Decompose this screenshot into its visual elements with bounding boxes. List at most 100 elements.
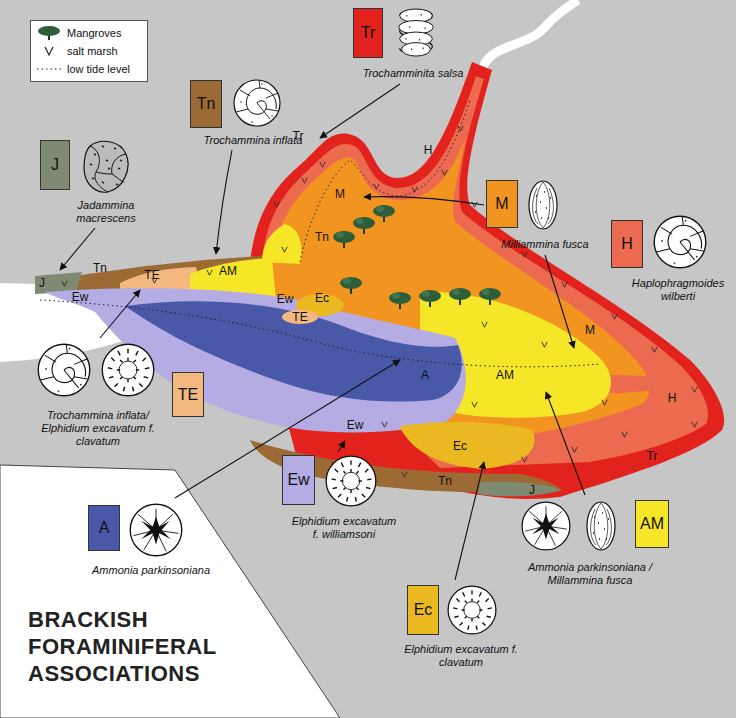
zone-label: H: [424, 144, 433, 157]
association-code: Tr: [361, 24, 376, 42]
zone-label: Ew: [277, 293, 294, 306]
diagram-title: BRACKISH FORAMINIFERAL ASSOCIATIONS: [28, 606, 260, 687]
map-use: [522, 502, 570, 550]
association-code: A: [99, 519, 110, 537]
map-use: [562, 282, 567, 287]
zone-j: [478, 481, 562, 496]
legend-row: Mangroves: [35, 24, 143, 42]
salt-marsh-marks: [62, 126, 697, 477]
map-use: [207, 270, 212, 275]
association-code: Ec: [414, 601, 433, 619]
map-use: [442, 170, 447, 175]
species-code-box: HHaplophragmoides wilberti: [611, 220, 643, 268]
zone-label: TE: [144, 269, 159, 282]
legend-sample: [35, 43, 63, 59]
map-path: [455, 462, 484, 580]
association-code: H: [621, 235, 633, 253]
river: [482, 0, 578, 72]
map-use: [522, 457, 527, 462]
association-code: TE: [178, 386, 198, 404]
legend-sample: [35, 61, 63, 77]
map-use: [602, 400, 607, 405]
zone-label: Tr: [293, 130, 304, 143]
map-use: [449, 288, 471, 305]
map-use: [326, 456, 376, 506]
zone-label: M: [335, 188, 345, 201]
zone-am: [262, 224, 301, 264]
map-use: [374, 184, 379, 189]
map-use: [353, 217, 375, 234]
zone-label: Tn: [438, 475, 452, 488]
map-path: [320, 84, 400, 138]
map-use: [472, 402, 477, 407]
map-use: [340, 277, 362, 294]
legend-text: low tide level: [67, 63, 130, 75]
map-use: [542, 342, 547, 347]
species-code-box: AAmmonia parkinsoniana: [88, 505, 120, 551]
association-code: Tn: [197, 95, 216, 113]
zone-label: AM: [219, 265, 237, 278]
map-path: [545, 255, 574, 348]
map-use: [373, 205, 395, 222]
species-name: Elphidium excavatum f. williamsoni: [289, 515, 399, 541]
zone-label: A: [421, 369, 429, 382]
zone-label: Ew: [72, 291, 89, 304]
map-use: [522, 252, 527, 257]
map-use: [234, 80, 280, 126]
association-code: M: [495, 195, 508, 213]
map-use: [479, 288, 501, 305]
map-use: [38, 344, 90, 396]
zone-ec: [400, 422, 535, 469]
map-use: [282, 247, 287, 252]
map-path: [546, 392, 585, 495]
species-code-box: TrTrochamminita salsa: [353, 8, 383, 58]
map-use: [399, 9, 434, 56]
map-use: [529, 181, 557, 229]
map-path: [175, 360, 400, 498]
map-use: [382, 422, 387, 427]
map-path: [45, 47, 53, 55]
map-path: [100, 290, 140, 338]
species-code-box: AMAmmonia parkinsoniana / Millammina fus…: [635, 500, 669, 548]
map-use: [472, 202, 477, 207]
zone-label: M: [585, 324, 595, 337]
map-use: [448, 586, 496, 634]
species-code-box: EwElphidium excavatum f. williamsoni: [282, 455, 315, 505]
species-code-box: JJadammina macrescens: [40, 140, 70, 190]
legend-text: salt marsh: [67, 45, 118, 57]
map-use: [458, 126, 463, 131]
zone-label: Ec: [453, 440, 467, 453]
zone-label: Tn: [93, 262, 107, 275]
zone-te: [282, 310, 318, 324]
legend-row: salt marsh: [35, 42, 143, 60]
legend-text: Mangroves: [67, 27, 121, 39]
map-use: [622, 432, 627, 437]
species-name: Jadammina macrescens: [63, 199, 149, 225]
zone-label: J: [529, 484, 535, 497]
zone-label: Tn: [315, 231, 329, 244]
map-path: [37, 68, 61, 69]
map-use: [84, 141, 128, 192]
legend: Mangroves salt marsh low tide level: [30, 20, 148, 82]
legend-sample: [35, 25, 63, 41]
species-code-box: TnTrochammina inflata: [190, 80, 222, 128]
species-name: Ammonia parkinsoniana: [81, 564, 221, 577]
species-code-box: TETrochammina inflata/ Elphidium excavat…: [172, 372, 204, 417]
map-use: [274, 202, 279, 207]
map-use: [402, 472, 407, 477]
zone-label: TE: [292, 311, 307, 324]
map-use: [102, 344, 154, 396]
zone-label: J: [39, 277, 45, 290]
association-code: J: [51, 156, 59, 174]
zone-label: Tr: [647, 450, 658, 463]
legend-row: low tide level: [35, 60, 143, 78]
species-code-box: MMilliammina fusca: [486, 180, 518, 228]
species-name: Trochamminita salsa: [351, 67, 475, 80]
low-tide-line: [300, 100, 470, 262]
map-use: [62, 281, 67, 286]
map-use: [389, 292, 411, 309]
map-path: [216, 150, 232, 254]
map-use: [587, 502, 615, 550]
map-use: [652, 347, 657, 352]
association-code: AM: [640, 515, 664, 533]
